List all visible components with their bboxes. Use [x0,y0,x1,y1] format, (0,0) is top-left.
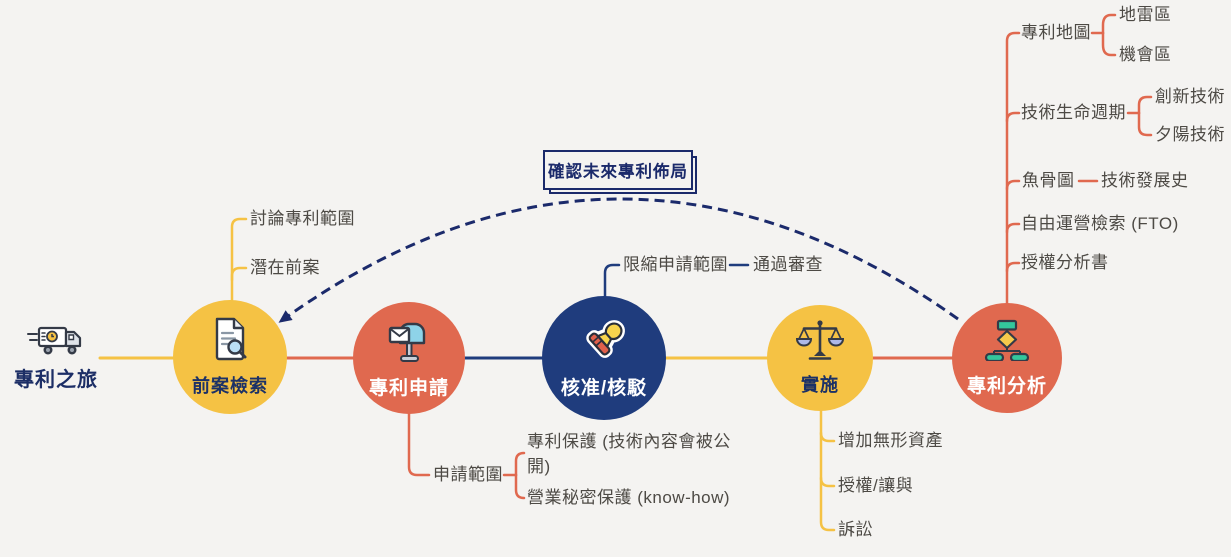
delivery-truck-icon [26,324,84,363]
topic-fishbone-diagram[interactable]: 魚骨圖 [1022,171,1075,190]
topic-patent-map[interactable]: 專利地圖 [1021,23,1091,42]
topic-narrow-claim-scope[interactable]: 限縮申請範圍 [623,255,728,274]
callout-future-patent-layout[interactable]: 確認未來專利佈局 [543,150,693,190]
topic-litigation[interactable]: 訴訟 [838,520,873,539]
node-label: 專利分析 [966,375,1047,397]
node-implementation[interactable]: 實施 [767,305,873,411]
stamp-icon [581,317,627,368]
topic-license-assign[interactable]: 授權/讓與 [838,476,914,495]
document-search-icon [211,316,249,367]
node-label: 核准/核駁 [560,377,648,399]
node-patent-application[interactable]: 專利申請 [353,302,465,414]
topic-fto-search[interactable]: 自由運營檢索 (FTO) [1021,214,1179,233]
topic-increase-intangible-assets[interactable]: 增加無形資產 [838,431,943,450]
prior-art-branch-lines [230,217,248,305]
topic-license-analysis-report[interactable]: 授權分析書 [1021,253,1109,272]
node-prior-art-search[interactable]: 前案檢索 [173,300,287,414]
node-label: 專利申請 [368,377,449,399]
flowchart-icon [984,319,1030,366]
node-patent-analysis[interactable]: 專利分析 [952,303,1062,413]
root-topic-patent-journey[interactable]: 專利之旅 [14,369,98,391]
topic-sunset-tech[interactable]: 夕陽技術 [1155,125,1225,144]
topic-claim-scope[interactable]: 申請範圍 [433,465,503,484]
topic-potential-prior-art[interactable]: 潛在前案 [250,258,320,277]
scales-icon [795,319,845,366]
node-label: 前案檢索 [192,376,268,396]
topic-pass-examination[interactable]: 通過審查 [753,255,823,274]
node-label: 實施 [801,375,839,395]
topic-opportunity-zone[interactable]: 機會區 [1119,45,1172,64]
mailbox-icon [386,317,432,368]
topic-tech-development-history[interactable]: 技術發展史 [1101,171,1189,190]
topic-patent-protection[interactable]: 專利保護 (技術內容會被公開) [527,432,731,476]
topic-minefield-zone[interactable]: 地雷區 [1119,5,1172,24]
topic-innovative-tech[interactable]: 創新技術 [1155,87,1225,106]
node-approval-rejection[interactable]: 核准/核駁 [542,296,666,420]
callout-label: 確認未來專利佈局 [548,163,688,181]
topic-discuss-patent-scope[interactable]: 討論專利範圍 [250,209,355,228]
topic-tech-life-cycle[interactable]: 技術生命週期 [1021,103,1126,122]
topic-trade-secret-protection[interactable]: 營業秘密保護 (know-how) [527,488,731,507]
implementation-branch-lines [819,407,836,532]
